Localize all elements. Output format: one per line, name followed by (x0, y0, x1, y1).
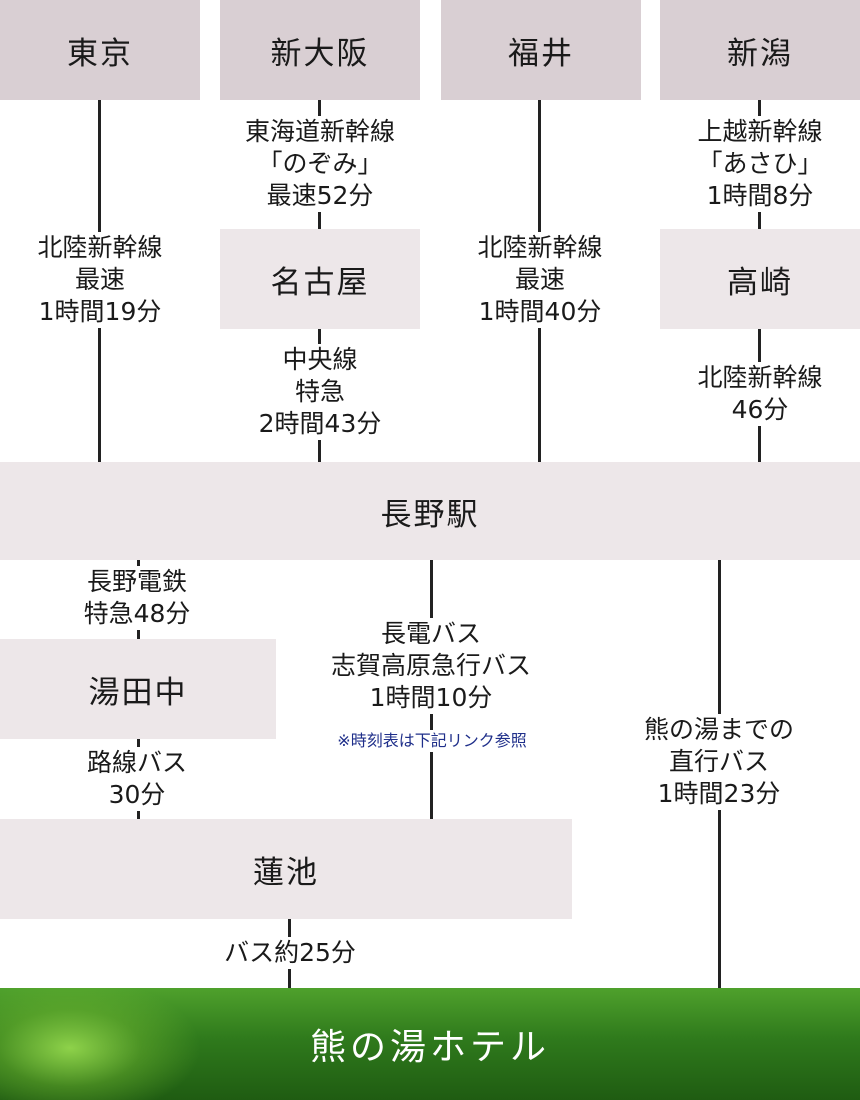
route-tokaido-line1: 東海道新幹線 (244, 117, 395, 146)
route-chuo-line2: 特急 (294, 377, 345, 406)
station-nagoya: 名古屋 (220, 229, 420, 329)
route-direct-bus-line3: 1時間23分 (657, 779, 781, 808)
route-joetsu-line1: 上越新幹線 (697, 117, 823, 146)
route-fukui-hokuriku-line2: 最速 (514, 265, 565, 294)
route-tokaido-line2: 「のぞみ」 (257, 149, 383, 178)
route-takasaki-hokuriku-line1: 北陸新幹線 (697, 363, 823, 392)
route-bus-25-label: バス約25分 (208, 937, 372, 969)
origin-tokyo: 東京 (0, 0, 200, 100)
route-direct-bus-line2: 直行バス (668, 747, 769, 776)
timetable-note: ※時刻表は下記リンク参照 (298, 730, 566, 752)
destination-hotel: 熊の湯ホテル (0, 988, 860, 1100)
origin-shin-osaka: 新大阪 (220, 0, 420, 100)
route-choden-bus-line3: 1時間10分 (369, 683, 493, 712)
route-choden-bus-line2: 志賀高原急行バス (330, 651, 531, 680)
route-tokyo-hokuriku-label: 北陸新幹線 最速 1時間19分 (10, 232, 190, 328)
station-takasaki: 高崎 (660, 229, 860, 329)
route-choden-bus-label: 長電バス 志賀高原急行バス 1時間10分 (300, 618, 562, 714)
route-nagano-dentetsu-line2: 特急48分 (83, 599, 191, 628)
route-direct-bus-line1: 熊の湯までの (643, 715, 794, 744)
route-bus-30-line2: 30分 (108, 780, 166, 809)
route-tokyo-hokuriku-line1: 北陸新幹線 (37, 233, 163, 262)
route-tokyo-hokuriku-line2: 最速 (74, 265, 125, 294)
origin-niigata: 新潟 (660, 0, 860, 100)
route-fukui-hokuriku-line1: 北陸新幹線 (477, 233, 603, 262)
route-joetsu-line2: 「あさひ」 (697, 149, 823, 178)
route-tokaido-label: 東海道新幹線 「のぞみ」 最速52分 (222, 116, 418, 212)
route-nagano-dentetsu-label: 長野電鉄 特急48分 (62, 566, 212, 630)
route-bus-30-line1: 路線バス (86, 748, 187, 777)
station-yudanaka: 湯田中 (0, 639, 276, 739)
route-tokaido-line3: 最速52分 (266, 181, 374, 210)
route-nagano-dentetsu-line1: 長野電鉄 (86, 567, 187, 596)
route-takasaki-hokuriku-label: 北陸新幹線 46分 (672, 362, 848, 426)
route-choden-bus-line1: 長電バス (380, 619, 481, 648)
route-joetsu-line3: 1時間8分 (706, 181, 814, 210)
route-direct-bus-label: 熊の湯までの 直行バス 1時間23分 (616, 714, 822, 810)
route-joetsu-label: 上越新幹線 「あさひ」 1時間8分 (662, 116, 858, 212)
route-takasaki-hokuriku-line2: 46分 (731, 395, 789, 424)
route-chuo-line3: 2時間43分 (258, 409, 382, 438)
route-chuo-label: 中央線 特急 2時間43分 (232, 344, 408, 440)
route-bus-30-label: 路線バス 30分 (72, 747, 202, 811)
station-nagano: 長野駅 (0, 462, 860, 560)
origin-fukui: 福井 (441, 0, 641, 100)
route-bus-25-line1: バス約25分 (224, 938, 356, 967)
route-fukui-hokuriku-line3: 1時間40分 (478, 297, 602, 326)
route-fukui-hokuriku-label: 北陸新幹線 最速 1時間40分 (450, 232, 630, 328)
route-tokyo-hokuriku-line3: 1時間19分 (38, 297, 162, 326)
route-chuo-line1: 中央線 (282, 345, 358, 374)
station-hasuike: 蓮池 (0, 819, 572, 919)
